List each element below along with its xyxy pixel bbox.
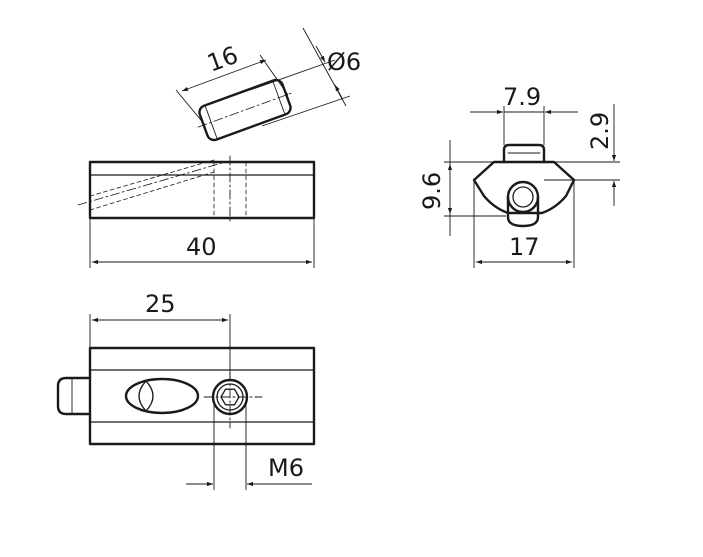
nub-outline: [502, 143, 546, 164]
front-view: 40: [77, 155, 316, 268]
side-view: 7.9 2.9 9.6 17: [418, 83, 620, 268]
thread-label: M6: [268, 454, 304, 482]
base-width-label: 17: [509, 233, 540, 261]
pin-length-label: 16: [203, 41, 241, 78]
side-height-label: 9.6: [418, 172, 446, 210]
pin-length-dim-line: [181, 59, 267, 92]
top-view: 25 M6: [56, 290, 316, 490]
pin-view: 16 Ø6: [175, 27, 361, 142]
pin-diameter-label: Ø6: [327, 48, 361, 76]
body-length-label: 40: [186, 233, 217, 261]
body-front: [88, 160, 316, 220]
slot-oval: [124, 377, 200, 415]
top-height-label: 2.9: [586, 112, 614, 150]
profile-outline: [472, 160, 576, 215]
pin-body: [198, 78, 292, 142]
body-top: [88, 346, 316, 446]
hole-offset-label: 25: [145, 290, 176, 318]
pin-protrusion: [56, 376, 92, 416]
top-width-label: 7.9: [503, 83, 541, 111]
